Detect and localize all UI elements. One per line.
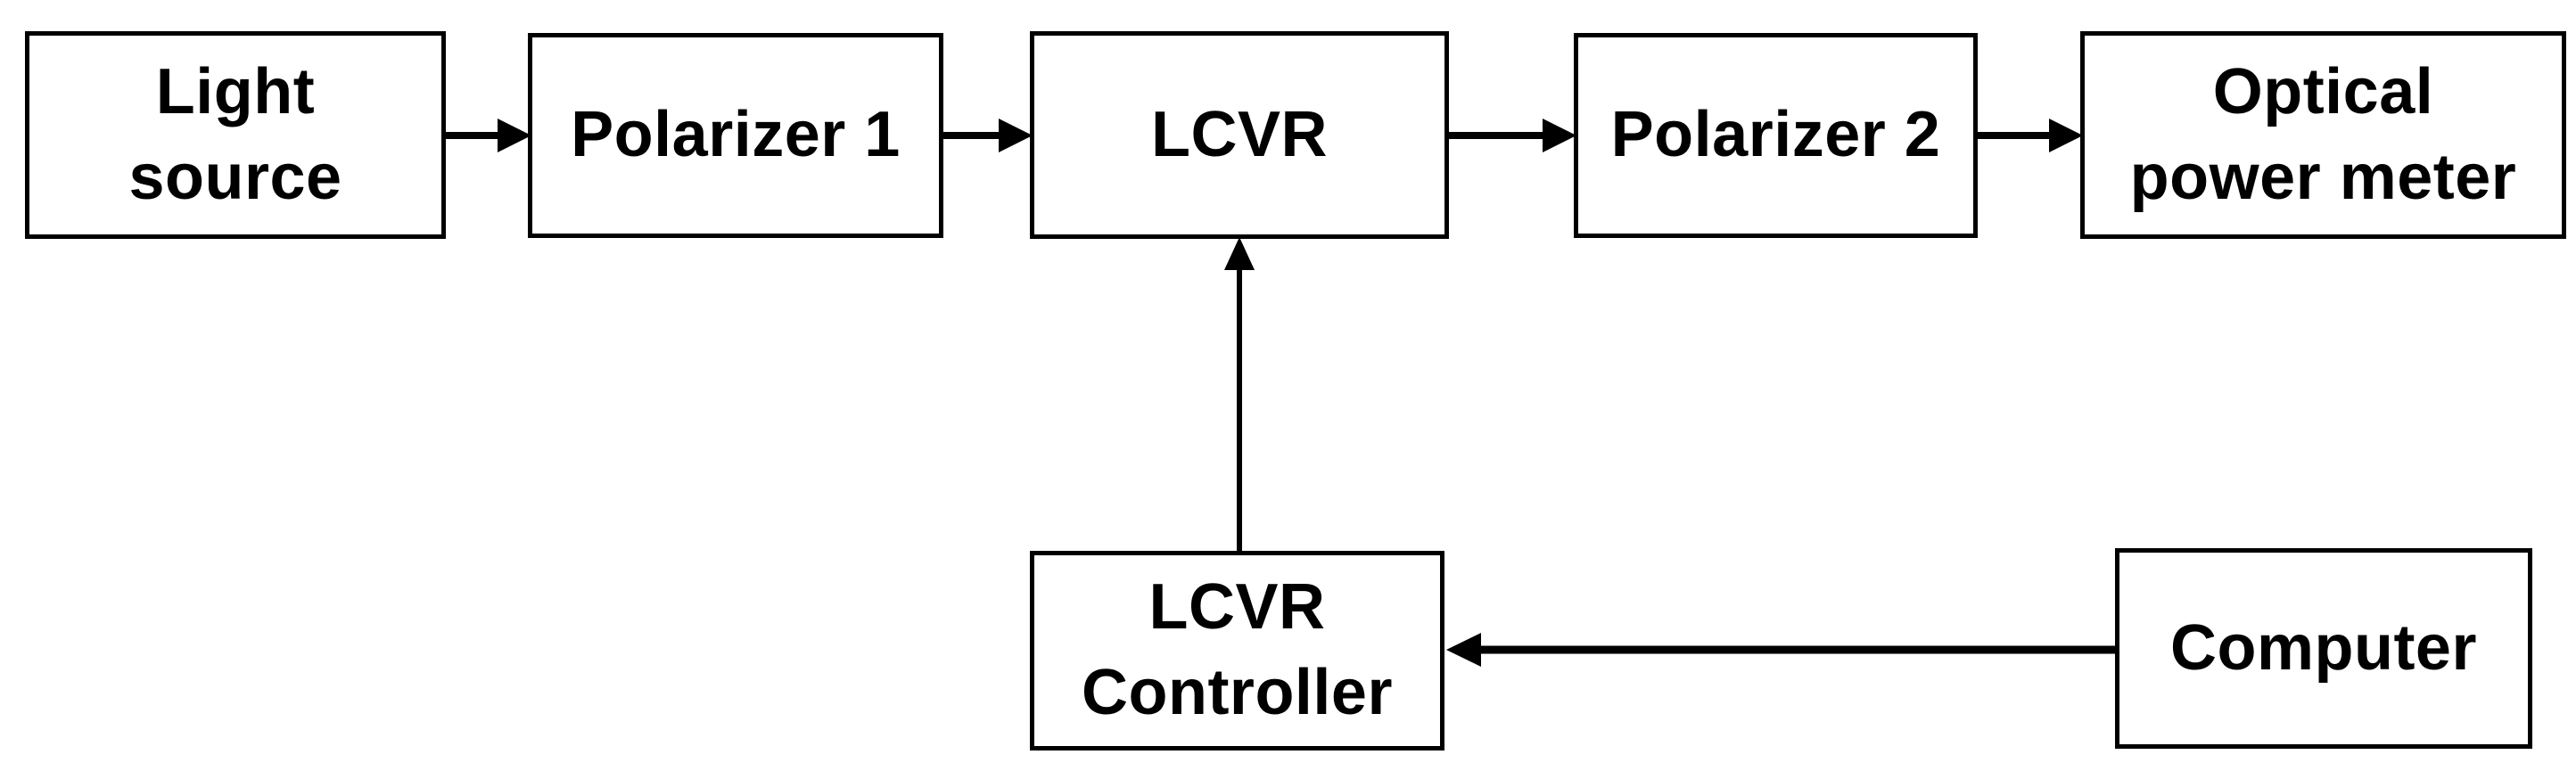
arrow-lcvr-to-polarizer-2 (1447, 119, 1576, 152)
node-optical-power-meter-label: Optical power meter (2129, 55, 2517, 213)
arrow-light-source-to-polarizer-1 (444, 119, 531, 152)
node-computer: Computer (2115, 548, 2532, 749)
arrow-polarizer-1-to-lcvr (942, 119, 1033, 152)
node-optical-power-meter: Optical power meter (2080, 31, 2566, 239)
node-polarizer-1-label: Polarizer 1 (571, 99, 901, 171)
node-polarizer-2-label: Polarizer 2 (1610, 99, 1941, 171)
node-lcvr-controller: LCVR Controller (1030, 551, 1444, 750)
arrow-lcvr-controller-to-lcvr (1224, 237, 1255, 551)
node-lcvr-label: LCVR (1151, 98, 1328, 170)
node-lcvr-controller-label: LCVR Controller (1081, 571, 1393, 728)
node-polarizer-1: Polarizer 1 (528, 33, 943, 238)
node-light-source-label: Light source (128, 55, 342, 213)
node-computer-label: Computer (2170, 611, 2477, 684)
node-lcvr: LCVR (1030, 31, 1449, 239)
arrow-computer-to-lcvr-controller (1446, 633, 2115, 667)
arrow-polarizer-2-to-optical-power-meter (1976, 119, 2083, 152)
node-polarizer-2: Polarizer 2 (1574, 33, 1978, 238)
node-light-source: Light source (25, 31, 446, 239)
